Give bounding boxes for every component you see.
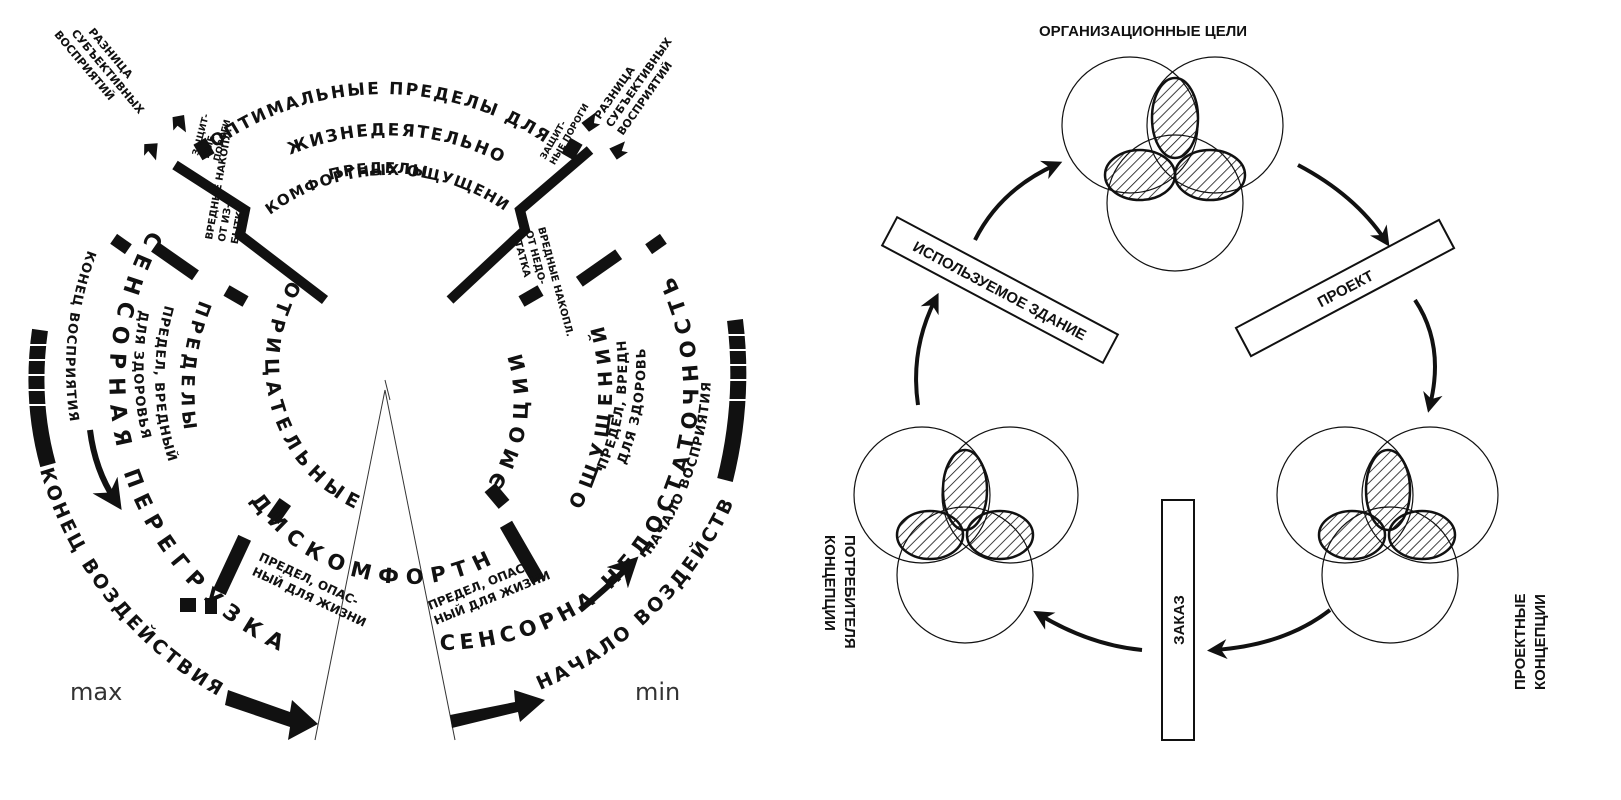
label-negative: ОТРИЦАТЕЛЬНЫЕ <box>260 277 368 516</box>
label-consumer-concepts: КОНЦЕПЦИИ ПОТРЕБИТЕЛЯ <box>821 535 858 649</box>
venn-top <box>1061 56 1284 272</box>
wedge-line-left <box>314 389 386 741</box>
sensory-thresholds-diagram: ОПТИМАЛЬНЫЕ ПРЕДЕЛЫ ДЛЯ ЖИЗНЕДЕЯТЕЛЬНОСТ… <box>0 0 748 741</box>
arrow-max <box>225 690 318 740</box>
box-project: ПРОЕКТ <box>1234 218 1456 358</box>
bar-left-1 <box>193 137 215 161</box>
design-cycle-diagram: ОРГАНИЗАЦИОННЫЕ ЦЕЛИ <box>821 23 1549 741</box>
arrow-order-to-consumer <box>1033 610 1143 652</box>
svg-text:ПРОЕКТНЫЕ: ПРОЕКТНЫЕ <box>1512 594 1529 690</box>
arrow-deficit <box>578 556 639 613</box>
label-end-perception: КОНЕЦ ВОСПРИЯТИЯ <box>62 249 98 424</box>
svg-text:КОНЦЕПЦИИ: КОНЦЕПЦИИ <box>821 535 838 631</box>
bar-right-2 <box>645 233 667 255</box>
arrow-diff-left-1 <box>144 143 158 161</box>
ladder-bar-right <box>717 319 748 482</box>
ladder-bar-left <box>26 328 56 468</box>
label-optimal: ОПТИМАЛЬНЫЕ ПРЕДЕЛЫ ДЛЯ <box>207 79 555 152</box>
label-diff-left: РАЗНИЦА СУБЪЕКТИВНЫХ ВОСПРИЯТИЙ <box>51 26 147 117</box>
arrow-min <box>450 690 545 728</box>
label-overload: СЕНСОРНАЯ ПЕРЕГРУЗКА <box>103 227 296 660</box>
box-order: ЗАКАЗ <box>1161 499 1195 741</box>
svg-text:ИСПОЛЬЗУЕМОЕ ЗДАНИЕ: ИСПОЛЬЗУЕМОЕ ЗДАНИЕ <box>910 238 1089 344</box>
svg-text:ЗАКАЗ: ЗАКАЗ <box>1171 595 1188 645</box>
title-organizational-goals: ОРГАНИЗАЦИОННЫЕ ЦЕЛИ <box>1039 23 1247 40</box>
bar-left-3 <box>151 241 199 281</box>
arrow-concepts-to-order <box>1207 608 1332 660</box>
venn-consumer <box>853 426 1079 644</box>
venn-project <box>1276 426 1499 644</box>
arrow-consumer-to-building <box>914 292 939 406</box>
svg-text:КОНЦЕПЦИИ: КОНЦЕПЦИИ <box>1532 594 1549 690</box>
bar-left-5 <box>266 497 292 525</box>
bar-left-2 <box>110 233 132 255</box>
label-health-left: ПРЕДЕЛЫ <box>176 298 215 435</box>
bar-right-6 <box>499 520 545 585</box>
label-feelings: ОЩУЩЕНИЙ <box>565 317 617 512</box>
label-min: min <box>635 678 680 706</box>
label-emotions: ЭМОЦИИ <box>484 344 534 493</box>
label-project-concepts: ПРОЕКТНЫЕ КОНЦЕПЦИИ <box>1512 594 1549 690</box>
arrow-overload <box>87 429 122 510</box>
bar-right-5 <box>484 483 510 509</box>
bar-left-4 <box>223 285 249 307</box>
svg-text:ПОТРЕБИТЕЛЯ: ПОТРЕБИТЕЛЯ <box>841 535 858 649</box>
bar-right-4 <box>518 285 544 307</box>
label-harmful-lack: ВРЕДНЫЕ НАКОПЛ. ОТ НЕДО- СТАТКА <box>510 226 575 338</box>
arrow-diff-left-2 <box>172 115 186 133</box>
threshold-zigzag-left <box>172 160 329 304</box>
bar-left-7 <box>180 598 196 612</box>
label-health-left-2: ПРЕДЕЛ, ВРЕДНЫЙ <box>151 304 180 464</box>
label-max: max <box>70 678 122 706</box>
arrow-building-to-goals <box>973 160 1063 241</box>
bar-left-6 <box>212 534 252 596</box>
wedge-line-center <box>384 379 391 401</box>
arrow-diff-right-2 <box>581 112 601 132</box>
bar-right-1 <box>561 137 583 161</box>
bar-right-3 <box>575 249 623 287</box>
arrow-project-to-concepts <box>1413 298 1443 413</box>
threshold-zigzag-right <box>446 146 594 304</box>
box-used-building: ИСПОЛЬЗУЕМОЕ ЗДАНИЕ <box>880 215 1120 365</box>
arrow-goals-to-project <box>1297 163 1390 247</box>
wedge-line-right <box>384 389 456 741</box>
label-health-left-3: ДЛЯ ЗДОРОВЬЯ <box>130 309 154 441</box>
bar-left-8 <box>205 598 217 614</box>
label-diff-right: РАЗНИЦА СУБЪЕКТИВНЫХ ВОСПРИЯТИЙ <box>592 35 675 138</box>
arrow-diff-right-1 <box>609 141 628 160</box>
